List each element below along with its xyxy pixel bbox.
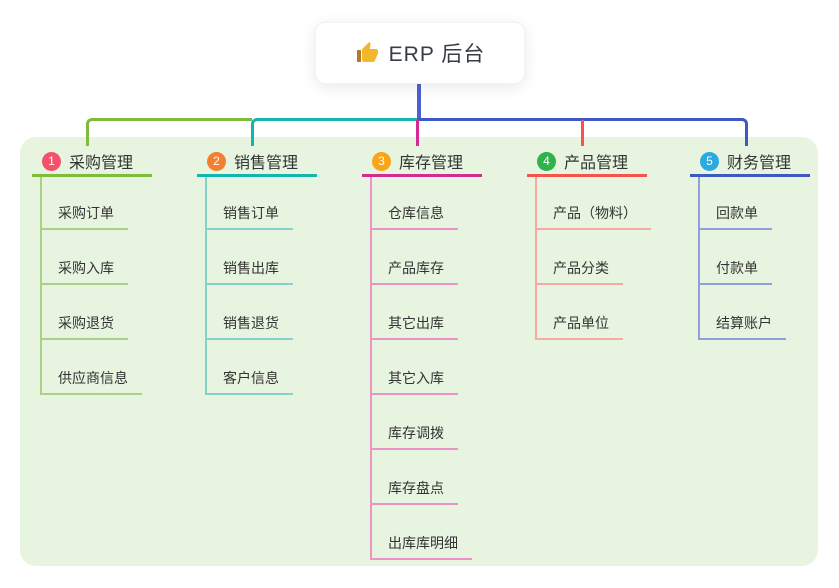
branch-title-label: 财务管理 [727,155,792,172]
branch-spine-line [205,177,207,394]
child-node[interactable]: 付款单 [698,260,772,285]
child-node[interactable]: 结算账户 [698,315,786,340]
child-node[interactable]: 回款单 [698,205,772,230]
branch-number-badge: 3 [372,151,391,171]
child-node[interactable]: 产品分类 [535,260,623,285]
branch-spine-line [535,177,537,339]
child-node[interactable]: 产品单位 [535,315,623,340]
child-node[interactable]: 采购退货 [40,315,128,340]
branch-title-label: 库存管理 [399,155,464,172]
branch-spine-line [370,177,372,559]
branch-number-badge: 2 [207,151,226,171]
child-node[interactable]: 库存盘点 [370,480,458,505]
child-node[interactable]: 采购订单 [40,205,128,230]
child-node[interactable]: 仓库信息 [370,205,458,230]
branch-node-3[interactable]: 3 库存管理 [362,148,482,177]
branch-spine-line [698,177,700,339]
thumbs-up-icon [355,41,379,65]
branch-node-4[interactable]: 4 产品管理 [527,148,647,177]
branches-panel [20,137,818,566]
child-node[interactable]: 产品（物料） [535,205,651,230]
child-node[interactable]: 采购入库 [40,260,128,285]
branch-node-2[interactable]: 2 销售管理 [197,148,317,177]
branch-node-1[interactable]: 1 采购管理 [32,148,152,177]
branch-number-badge: 1 [42,151,61,171]
branch-title-label: 采购管理 [69,155,134,172]
child-node[interactable]: 其它入库 [370,370,458,395]
branch-node-5[interactable]: 5 财务管理 [690,148,810,177]
branch-title-label: 销售管理 [234,155,299,172]
branch-spine-line [40,177,42,394]
child-node[interactable]: 产品库存 [370,260,458,285]
child-node[interactable]: 供应商信息 [40,370,142,395]
child-node[interactable]: 销售订单 [205,205,293,230]
root-node-label: ERP 后台 [388,43,486,66]
branch-number-badge: 4 [537,151,556,171]
child-node[interactable]: 其它出库 [370,315,458,340]
branch-number-badge: 5 [700,151,719,171]
child-node[interactable]: 库存调拨 [370,425,458,450]
child-node[interactable]: 出库库明细 [370,535,472,560]
child-node[interactable]: 销售退货 [205,315,293,340]
branch-title-label: 产品管理 [564,155,629,172]
child-node[interactable]: 销售出库 [205,260,293,285]
child-node[interactable]: 客户信息 [205,370,293,395]
root-node[interactable]: ERP 后台 [315,22,525,84]
